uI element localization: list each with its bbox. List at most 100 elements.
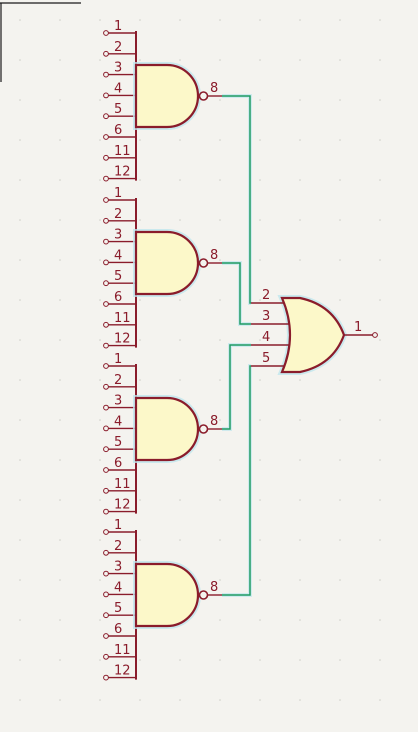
grid-dot <box>99 619 101 621</box>
output-pin-number: 8 <box>210 81 218 96</box>
pin-end-dot <box>103 508 109 515</box>
grid-dot <box>379 459 381 461</box>
grid-dot <box>219 459 221 461</box>
grid-dot <box>339 259 341 261</box>
grid-dot <box>219 619 221 621</box>
grid-dot <box>259 699 261 701</box>
grid-dot <box>259 379 261 381</box>
wire-1[interactable] <box>222 95 251 304</box>
grid-dot <box>379 699 381 701</box>
pin-end-dot <box>103 280 109 287</box>
pin-end-dot <box>103 529 109 535</box>
grid-dot <box>219 219 221 221</box>
pin-end-dot <box>103 154 109 161</box>
or-pin-number: 4 <box>262 330 270 345</box>
grid-dot <box>219 179 221 181</box>
pin-end-dot <box>103 467 109 473</box>
or-gate-body[interactable] <box>280 296 346 374</box>
grid-dot <box>219 539 221 541</box>
grid-dot <box>259 459 261 461</box>
grid-dot <box>99 379 101 381</box>
wire-highlight <box>222 94 252 305</box>
pin-end-dot <box>103 134 109 140</box>
grid-dot <box>339 659 341 661</box>
grid-dot <box>99 299 101 301</box>
pin-end-dot <box>103 404 109 411</box>
pin-end-dot <box>103 446 109 453</box>
and-gate-body[interactable] <box>134 63 200 129</box>
grid-dot <box>59 99 61 101</box>
grid-dot <box>339 139 341 141</box>
pin-end-dot <box>372 332 378 338</box>
grid-dot <box>59 59 61 61</box>
grid-dot <box>19 179 21 181</box>
grid-dot <box>59 19 61 21</box>
grid-dot <box>339 299 341 301</box>
grid-dot <box>379 99 381 101</box>
grid-dot <box>259 259 261 261</box>
grid-dot <box>379 139 381 141</box>
grid-dot <box>59 419 61 421</box>
grid-dot <box>59 579 61 581</box>
grid-dot <box>139 19 141 21</box>
pin-number: 12 <box>114 664 131 679</box>
wire-3[interactable] <box>222 344 251 430</box>
pin-end-dot <box>103 197 109 203</box>
grid-dot <box>339 19 341 21</box>
grid-dot <box>59 219 61 221</box>
and-gate-body[interactable] <box>134 562 200 628</box>
grid-dot <box>219 139 221 141</box>
grid-dot <box>19 59 21 61</box>
grid-dot <box>179 219 181 221</box>
grid-dot <box>259 659 261 661</box>
grid-dot <box>339 619 341 621</box>
pin-end-dot <box>103 92 109 99</box>
grid-dot <box>99 579 101 581</box>
grid-dot <box>19 419 21 421</box>
wire-highlight <box>222 364 252 597</box>
pin-end-dot <box>103 238 109 245</box>
background-grid <box>19 19 381 701</box>
output-pin-number: 8 <box>210 580 218 595</box>
gate-layer: 1234561112812345611128123456111281234561… <box>103 19 378 681</box>
grid-dot <box>259 339 261 341</box>
grid-dot <box>219 299 221 301</box>
grid-dot <box>179 659 181 661</box>
grid-dot <box>219 259 221 261</box>
grid-dot <box>299 539 301 541</box>
pin-number: 11 <box>114 144 131 159</box>
grid-dot <box>139 699 141 701</box>
grid-dot <box>19 659 21 661</box>
grid-dot <box>379 19 381 21</box>
grid-dot <box>99 59 101 61</box>
wire-4[interactable] <box>222 365 251 596</box>
pin-number: 11 <box>114 311 131 326</box>
grid-dot <box>179 339 181 341</box>
grid-dot <box>259 299 261 301</box>
grid-dot <box>59 379 61 381</box>
pin-end-dot <box>103 633 109 639</box>
grid-dot <box>19 379 21 381</box>
pin-end-dot <box>103 259 109 266</box>
and-gate-body[interactable] <box>134 230 200 296</box>
pin-number: 3 <box>114 61 122 76</box>
grid-dot <box>299 459 301 461</box>
grid-dot <box>19 579 21 581</box>
grid-dot <box>59 539 61 541</box>
grid-dot <box>99 139 101 141</box>
and-gate-body[interactable] <box>134 396 200 462</box>
pin-number: 1 <box>114 19 122 34</box>
grid-dot <box>339 219 341 221</box>
pin-number: 1 <box>114 352 122 367</box>
grid-dot <box>299 179 301 181</box>
grid-dot <box>59 699 61 701</box>
wire-highlight <box>222 261 251 326</box>
wire-2[interactable] <box>222 262 251 325</box>
pin-end-dot <box>103 175 109 182</box>
grid-dot <box>259 579 261 581</box>
grid-dot <box>299 139 301 141</box>
grid-dot <box>339 579 341 581</box>
